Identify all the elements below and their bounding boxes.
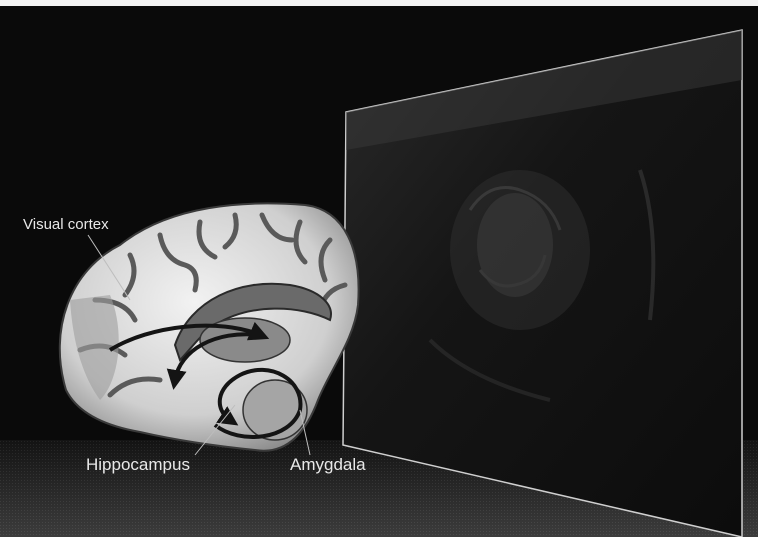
top-border	[0, 0, 758, 6]
label-amygdala: Amygdala	[290, 455, 366, 474]
label-visual-cortex: Visual cortex	[23, 216, 109, 233]
label-hippocampus: Hippocampus	[86, 455, 190, 474]
